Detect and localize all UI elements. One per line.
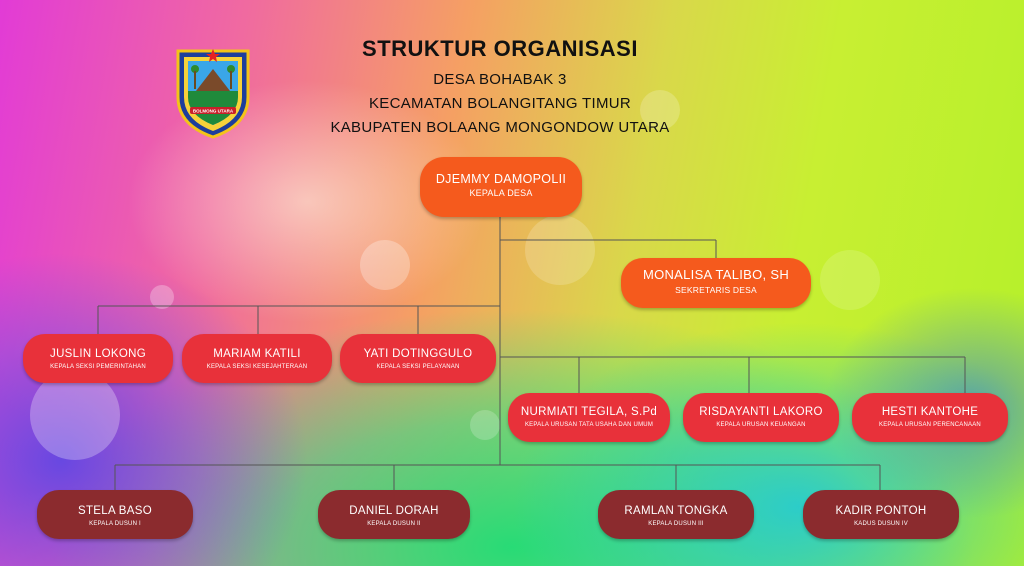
regency-emblem-icon: BOLMONG UTARA bbox=[176, 49, 250, 139]
node-dusun-4: KADIR PONTOH KADUS DUSUN IV bbox=[803, 490, 959, 539]
node-role: KEPALA DUSUN I bbox=[89, 521, 141, 527]
node-name: JUSLIN LOKONG bbox=[50, 348, 146, 360]
node-dusun-2: DANIEL DORAH KEPALA DUSUN II bbox=[318, 490, 470, 539]
node-name: MONALISA TALIBO, SH bbox=[642, 267, 790, 282]
node-kasi-kesejahteraan: MARIAM KATILI KEPALA SEKSI KESEJAHTERAAN bbox=[182, 334, 332, 383]
village-name: DESA BOHABAK 3 bbox=[433, 71, 567, 88]
node-role: KEPALA SEKSI KESEJAHTERAAN bbox=[206, 364, 308, 370]
node-name: YATI DOTINGGULO bbox=[363, 348, 473, 360]
node-name: NURMIATI TEGILA, S.Pd bbox=[520, 406, 658, 418]
node-role: KEPALA DUSUN III bbox=[648, 521, 704, 527]
node-name: RAMLAN TONGKA bbox=[624, 505, 728, 517]
node-kaur-keuangan: RISDAYANTI LAKORO KEPALA URUSAN KEUANGAN bbox=[683, 393, 839, 442]
node-name: KADIR PONTOH bbox=[835, 505, 927, 517]
node-role: KEPALA URUSAN TATA USAHA DAN UMUM bbox=[524, 422, 654, 428]
node-role: KADUS DUSUN IV bbox=[854, 521, 908, 527]
node-role: KEPALA URUSAN PERENCANAAN bbox=[879, 422, 981, 428]
node-name: MARIAM KATILI bbox=[213, 348, 301, 360]
node-role: KEPALA URUSAN KEUANGAN bbox=[716, 422, 806, 428]
node-kaur-umum: NURMIATI TEGILA, S.Pd KEPALA URUSAN TATA… bbox=[508, 393, 670, 442]
page-title: STRUKTUR ORGANISASI bbox=[362, 36, 638, 61]
node-role: KEPALA DESA bbox=[469, 188, 533, 198]
node-name: RISDAYANTI LAKORO bbox=[699, 406, 823, 418]
node-dusun-3: RAMLAN TONGKA KEPALA DUSUN III bbox=[598, 490, 754, 539]
node-kasi-pemerintahan: JUSLIN LOKONG KEPALA SEKSI PEMERINTAHAN bbox=[23, 334, 173, 383]
node-name: HESTI KANTOHE bbox=[881, 406, 979, 418]
logo-text: BOLMONG UTARA bbox=[193, 109, 234, 114]
node-name: STELA BASO bbox=[78, 505, 152, 517]
node-kasi-pelayanan: YATI DOTINGGULO KEPALA SEKSI PELAYANAN bbox=[340, 334, 496, 383]
node-role: KEPALA SEKSI PEMERINTAHAN bbox=[50, 364, 146, 370]
node-role: KEPALA SEKSI PELAYANAN bbox=[376, 364, 460, 370]
node-kepala-desa: DJEMMY DAMOPOLII KEPALA DESA bbox=[420, 157, 582, 217]
district-name: KECAMATAN BOLANGITANG TIMUR bbox=[368, 95, 632, 112]
bottom-border bbox=[0, 566, 1024, 576]
regency-name: KABUPATEN BOLAANG MONGONDOW UTARA bbox=[330, 119, 670, 136]
node-sekretaris: MONALISA TALIBO, SH SEKRETARIS DESA bbox=[621, 258, 811, 308]
node-kaur-perencanaan: HESTI KANTOHE KEPALA URUSAN PERENCANAAN bbox=[852, 393, 1008, 442]
node-name: DJEMMY DAMOPOLII bbox=[435, 172, 567, 186]
node-name: DANIEL DORAH bbox=[349, 505, 439, 517]
node-role: KEPALA DUSUN II bbox=[367, 521, 421, 527]
node-dusun-1: STELA BASO KEPALA DUSUN I bbox=[37, 490, 193, 539]
node-role: SEKRETARIS DESA bbox=[675, 285, 757, 295]
